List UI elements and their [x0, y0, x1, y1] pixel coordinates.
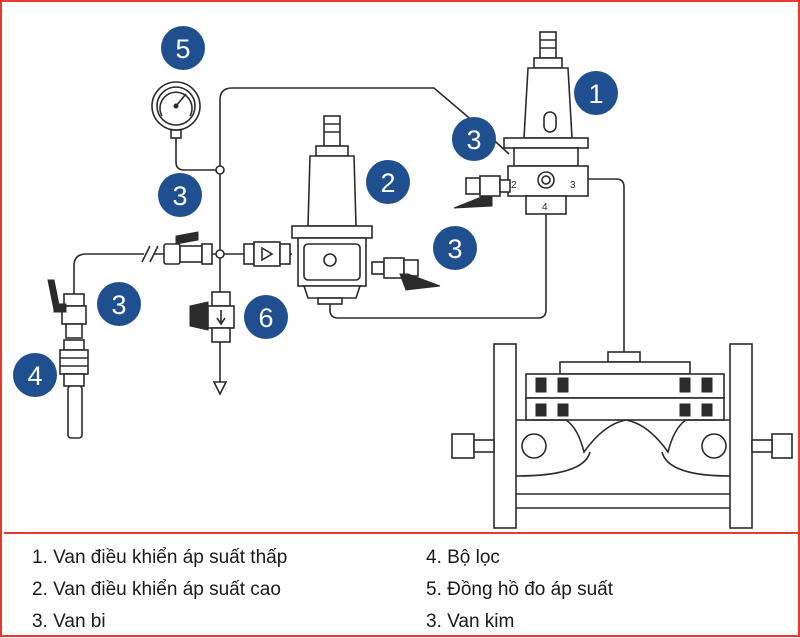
legend: 1. Van điều khiển áp suất thấp 2. Van đi… — [4, 534, 800, 637]
svg-text:1: 1 — [588, 79, 603, 109]
valve-diagram: 2 3 4 — [13, 26, 793, 529]
legend-item: 1. Van điều khiển áp suất thấp — [32, 547, 288, 568]
svg-text:3: 3 — [172, 181, 187, 211]
svg-text:6: 6 — [258, 303, 273, 333]
legend-column-left: 1. Van điều khiển áp suất thấp 2. Van đi… — [32, 542, 287, 638]
svg-text:4: 4 — [27, 361, 42, 391]
port-label-4: 4 — [542, 202, 548, 213]
badge-3-gauge: 3 — [158, 173, 202, 217]
low-pressure-regulator: 2 3 4 — [503, 31, 589, 215]
ball-valve-left — [47, 279, 87, 339]
legend-item: 3. Van kim — [426, 611, 515, 632]
legend-item: 2. Van điều khiển áp suất cao — [32, 579, 281, 600]
badge-1: 1 — [574, 71, 618, 115]
main-valve — [451, 343, 793, 529]
ball-valve-regulator-inlet — [453, 175, 511, 209]
svg-text:3: 3 — [447, 234, 462, 264]
legend-column-right: 4. Bộ lọc 5. Đồng hồ đo áp suất 3. Van k… — [426, 542, 613, 638]
pressure-gauge — [151, 81, 201, 139]
svg-text:3: 3 — [111, 290, 126, 320]
badge-6: 6 — [244, 295, 288, 339]
tee-junctions — [215, 165, 225, 259]
badge-3-left: 3 — [97, 282, 141, 326]
svg-text:2: 2 — [380, 168, 395, 198]
high-pressure-regulator — [291, 115, 373, 305]
port-label-3: 3 — [570, 180, 576, 191]
legend-item: 5. Đồng hồ đo áp suất — [426, 579, 613, 600]
legend-item: 3. Van bi — [32, 611, 106, 632]
badge-5: 5 — [161, 26, 205, 70]
svg-text:3: 3 — [466, 125, 481, 155]
drain-arrow-icon — [212, 381, 228, 396]
legend-divider — [4, 532, 800, 534]
inline-strainer — [243, 241, 291, 267]
badge-4: 4 — [13, 353, 57, 397]
svg-text:5: 5 — [175, 34, 190, 64]
legend-item: 4. Bộ lọc — [426, 547, 500, 568]
ball-valve-right — [371, 257, 441, 291]
needle-valve — [189, 291, 235, 343]
badge-3-top: 3 — [452, 117, 496, 161]
badge-3-right: 3 — [433, 226, 477, 270]
port-label-2: 2 — [511, 180, 517, 191]
filter-element — [59, 339, 89, 439]
badge-2: 2 — [366, 160, 410, 204]
ball-valve-upper — [163, 231, 213, 265]
